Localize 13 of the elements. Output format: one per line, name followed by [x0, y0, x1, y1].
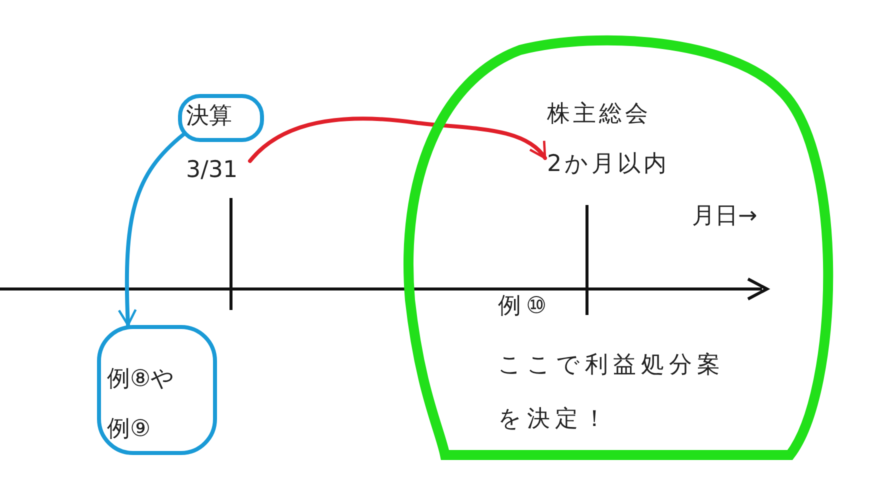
term-text: 決算 [186, 102, 232, 130]
axis-label: 月日→ [692, 202, 758, 230]
example-text: 例⑧や [107, 365, 175, 393]
circled-examples [97, 325, 217, 455]
circled-term [178, 94, 264, 142]
example-heading: 例⑩ [498, 292, 552, 320]
arrow [118, 132, 186, 327]
note-text: ここで利益処分案を決定！ [498, 351, 726, 434]
date-label: 3/31 [186, 155, 250, 185]
event-label: 株主総会 [547, 100, 651, 128]
deadline-label: 2か月以内 [547, 150, 670, 178]
example-text: 例⑨ [107, 415, 151, 443]
arrow [248, 116, 547, 163]
